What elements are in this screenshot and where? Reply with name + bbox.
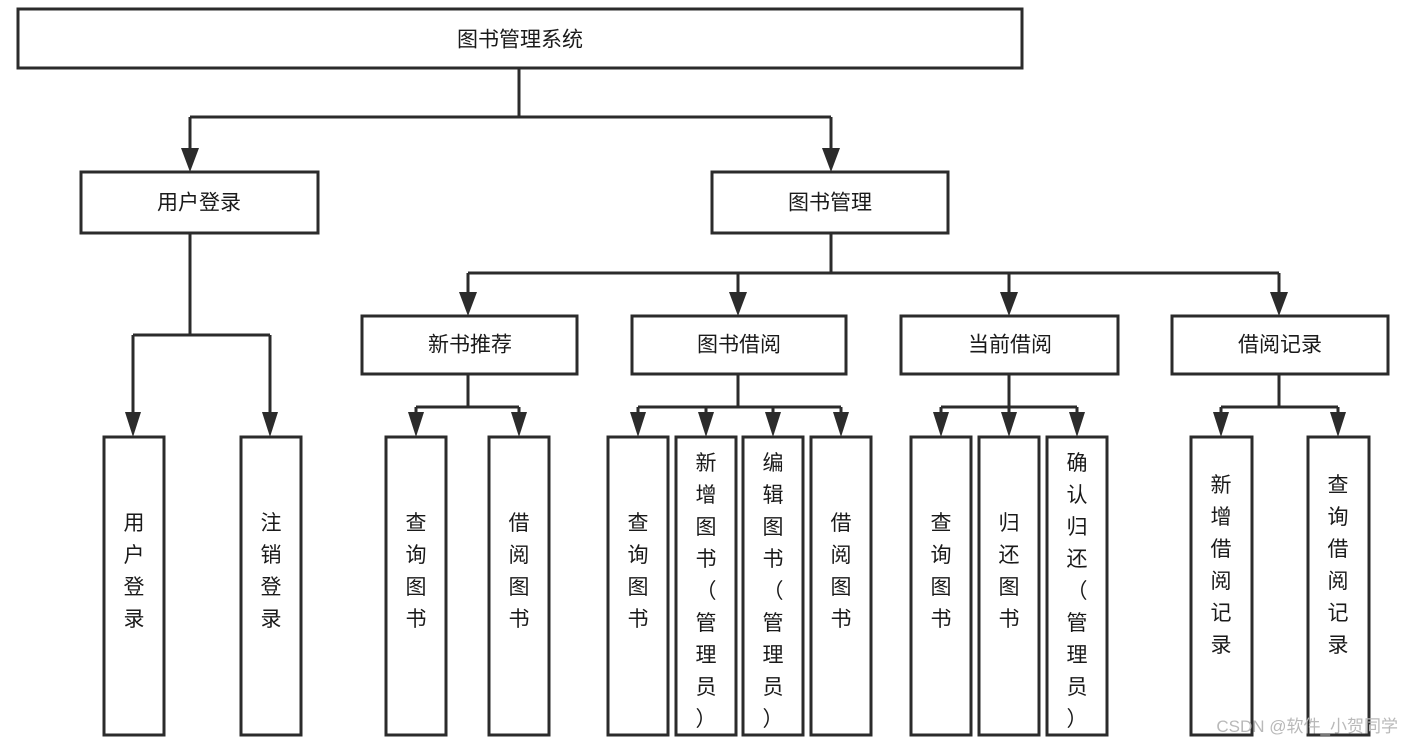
node-borrow-record-label: 借阅记录: [1238, 334, 1322, 357]
node-leaf-user-login-box[interactable]: [102, 435, 166, 737]
node-leaf-add-record-label: 新增借阅记录: [1211, 474, 1232, 657]
node-leaf-return-book-label: 归还图书: [999, 512, 1020, 631]
node-leaf-query-record[interactable]: 查询借阅记录: [1306, 435, 1371, 737]
node-leaf-query-record-label: 查询借阅记录: [1328, 474, 1349, 657]
node-leaf-query-book-1-box[interactable]: [384, 435, 448, 737]
node-leaf-edit-book-box[interactable]: [741, 435, 805, 737]
node-book-borrow[interactable]: 图书借阅: [630, 314, 848, 376]
arrow-head-leaf-edit-book: [765, 412, 781, 437]
node-borrow-record-box[interactable]: [1170, 314, 1390, 376]
node-user-login-label: 用户登录: [157, 192, 241, 215]
arrow-head-leaf-query-record: [1330, 412, 1346, 437]
arrow-head-leaf-add-book: [698, 412, 714, 437]
arrow-head-current-borrow: [1000, 292, 1018, 316]
node-user-login[interactable]: 用户登录: [79, 170, 320, 235]
connector-current-borrow-to-leaves: [933, 374, 1085, 437]
node-leaf-return-book-box[interactable]: [977, 435, 1041, 737]
node-leaf-edit-book-label: 编辑图书（管理员）: [763, 452, 784, 731]
connector-user-login-to-leaves: [125, 233, 278, 437]
node-leaf-edit-book[interactable]: 编辑图书（管理员）: [741, 435, 805, 737]
arrow-head-leaf-user-login: [125, 412, 141, 437]
arrow-head-leaf-add-record: [1213, 412, 1229, 437]
node-leaf-add-record[interactable]: 新增借阅记录: [1189, 435, 1254, 737]
node-leaf-confirm-return[interactable]: 确认归还（管理员）: [1045, 435, 1109, 737]
node-leaf-add-book[interactable]: 新增图书（管理员）: [674, 435, 738, 737]
arrow-head-leaf-borrow-book-2: [833, 412, 849, 437]
node-leaf-borrow-book-2[interactable]: 借阅图书: [809, 435, 873, 737]
arrow-head-borrow-record: [1270, 292, 1288, 316]
node-current-borrow-label: 当前借阅: [968, 334, 1052, 357]
node-root[interactable]: 图书管理系统: [16, 7, 1024, 70]
node-leaf-borrow-book-2-label: 借阅图书: [831, 512, 852, 631]
connector-root-to-level2: [181, 69, 840, 172]
node-leaf-query-book-2-label: 查询图书: [628, 512, 649, 631]
arrow-head-book-management: [822, 148, 840, 172]
node-book-management-label: 图书管理: [788, 192, 872, 215]
node-leaf-query-book-2[interactable]: 查询图书: [606, 435, 670, 737]
arrow-head-leaf-return-book: [1001, 412, 1017, 437]
node-leaf-user-login[interactable]: 用户登录: [102, 435, 166, 737]
arrow-head-new-book-recommend: [459, 292, 477, 316]
arrow-head-leaf-query-book-2: [630, 412, 646, 437]
node-root-label: 图书管理系统: [457, 29, 583, 52]
arrow-head-leaf-user-logout: [262, 412, 278, 437]
arrow-head-book-borrow: [729, 292, 747, 316]
arrow-head-leaf-borrow-book-1: [511, 412, 527, 437]
node-leaf-user-logout-box[interactable]: [239, 435, 303, 737]
node-book-borrow-box[interactable]: [630, 314, 848, 376]
arrow-head-leaf-confirm-return: [1069, 412, 1085, 437]
node-user-login-box[interactable]: [79, 170, 320, 235]
node-new-book-recommend-box[interactable]: [360, 314, 579, 376]
arrow-head-leaf-query-book-1: [408, 412, 424, 437]
node-leaf-add-record-box[interactable]: [1189, 435, 1254, 737]
connector-borrow-record-to-leaves: [1213, 374, 1346, 437]
connector-new-book-recommend-to-leaves: [408, 374, 527, 437]
node-book-management[interactable]: 图书管理: [710, 170, 950, 235]
csdn-watermark: CSDN @软件_小贺同学: [1216, 717, 1398, 736]
node-leaf-query-book-3[interactable]: 查询图书: [909, 435, 973, 737]
node-borrow-record[interactable]: 借阅记录: [1170, 314, 1390, 376]
arrow-head-leaf-query-book-3: [933, 412, 949, 437]
node-leaf-borrow-book-1-label: 借阅图书: [509, 512, 530, 631]
node-leaf-query-book-2-box[interactable]: [606, 435, 670, 737]
node-leaf-query-book-3-box[interactable]: [909, 435, 973, 737]
node-leaf-return-book[interactable]: 归还图书: [977, 435, 1041, 737]
node-leaf-user-login-label: 用户登录: [124, 512, 145, 631]
node-leaf-user-logout-label: 注销登录: [261, 512, 282, 631]
node-new-book-recommend[interactable]: 新书推荐: [360, 314, 579, 376]
node-current-borrow[interactable]: 当前借阅: [899, 314, 1120, 376]
node-leaf-query-book-1-label: 查询图书: [406, 512, 427, 631]
node-leaf-confirm-return-label: 确认归还（管理员）: [1067, 452, 1088, 731]
node-book-borrow-label: 图书借阅: [697, 334, 781, 357]
node-root-box[interactable]: [16, 7, 1024, 70]
node-leaf-borrow-book-1-box[interactable]: [487, 435, 551, 737]
node-leaf-add-book-label: 新增图书（管理员）: [696, 452, 717, 731]
node-leaf-add-book-box[interactable]: [674, 435, 738, 737]
connector-book-management-to-level3: [459, 233, 1288, 316]
node-leaf-query-record-box[interactable]: [1306, 435, 1371, 737]
arrow-head-user-login: [181, 148, 199, 172]
node-leaf-confirm-return-box[interactable]: [1045, 435, 1109, 737]
connector-book-borrow-to-leaves: [630, 374, 849, 437]
node-leaf-user-logout[interactable]: 注销登录: [239, 435, 303, 737]
node-leaf-borrow-book-2-box[interactable]: [809, 435, 873, 737]
node-leaf-query-book-1[interactable]: 查询图书: [384, 435, 448, 737]
node-leaf-borrow-book-1[interactable]: 借阅图书: [487, 435, 551, 737]
node-book-management-box[interactable]: [710, 170, 950, 235]
node-current-borrow-box[interactable]: [899, 314, 1120, 376]
node-leaf-query-book-3-label: 查询图书: [931, 512, 952, 631]
node-new-book-recommend-label: 新书推荐: [428, 334, 512, 357]
